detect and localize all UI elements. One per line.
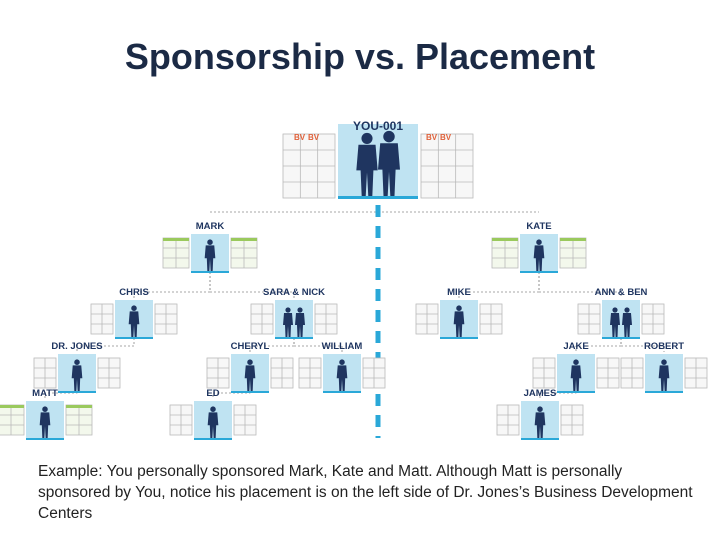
root-left-center-grid <box>282 133 336 199</box>
node-label: CHERYL <box>231 341 270 352</box>
node-label: SARA & NICK <box>263 287 325 298</box>
person-icon <box>207 406 219 438</box>
node-left-grid <box>90 303 114 335</box>
connector-kate-ann-ben <box>538 272 622 298</box>
person-icon <box>534 406 546 438</box>
node-label: JAMES <box>524 388 557 399</box>
example-caption: Example: You personally sponsored Mark, … <box>38 463 693 522</box>
connector-kate-mike <box>458 272 540 298</box>
node-label: ANN & BEN <box>595 287 648 298</box>
node-matt: MATT <box>0 388 93 440</box>
bv-badge: BV <box>294 133 306 142</box>
node-left-grid <box>577 303 601 335</box>
person-icon <box>39 406 51 438</box>
person-icon <box>204 239 216 271</box>
person-icon <box>453 305 465 337</box>
node-right-grid <box>684 357 708 389</box>
node-ann-ben: ANN & BEN <box>577 287 665 339</box>
node-label: DR. JONES <box>51 341 102 352</box>
person-icon <box>283 307 293 337</box>
node-left-grid <box>169 404 193 436</box>
node-label: KATE <box>526 221 551 232</box>
node-right-grid <box>596 357 620 389</box>
node-left-grid <box>162 237 190 269</box>
node-left-grid <box>491 237 519 269</box>
person-icon <box>570 359 582 391</box>
node-mike: MIKE <box>415 287 503 339</box>
node-sara-nick: SARA & NICK <box>250 287 338 339</box>
node-right-grid <box>560 404 584 436</box>
node-label: MARK <box>196 221 225 232</box>
person-icon <box>336 359 348 391</box>
node-label: JAKE <box>563 341 588 352</box>
person-icon <box>622 307 632 337</box>
node-label: MATT <box>32 388 58 399</box>
person-icon <box>295 307 305 337</box>
root-box <box>338 124 418 198</box>
node-left-grid <box>250 303 274 335</box>
node-right-grid <box>65 404 93 436</box>
node-robert: ROBERT <box>620 341 708 393</box>
connector-sara-nick-william <box>293 338 343 352</box>
node-right-grid <box>233 404 257 436</box>
bv-badge: BV <box>308 133 320 142</box>
node-left-grid <box>532 357 556 389</box>
node-right-grid <box>314 303 338 335</box>
node-label: ED <box>206 388 219 399</box>
person-icon <box>610 307 620 337</box>
node-right-grid <box>154 303 178 335</box>
person-icon <box>658 359 670 391</box>
node-left-grid <box>415 303 439 335</box>
node-jake: JAKE <box>532 341 620 393</box>
node-kate: KATE <box>491 221 587 273</box>
bv-badge: BV <box>426 133 438 142</box>
node-mark: MARK <box>162 221 258 273</box>
node-cheryl: CHERYL <box>206 341 294 393</box>
node-label: ROBERT <box>644 341 684 352</box>
node-left-grid <box>206 357 230 389</box>
node-chris: CHRIS <box>90 287 178 339</box>
connector-chris-dr-jones <box>76 338 135 352</box>
bv-badge: BV <box>440 133 452 142</box>
node-left-grid <box>298 357 322 389</box>
node-left-grid <box>620 357 644 389</box>
businesswoman-icon <box>356 132 378 196</box>
node-left-grid <box>496 404 520 436</box>
node-box <box>602 300 640 338</box>
node-dr-jones: DR. JONES <box>33 341 121 393</box>
node-right-grid <box>230 237 258 269</box>
person-icon <box>244 359 256 391</box>
businessman-icon <box>378 130 400 196</box>
node-box <box>275 300 313 338</box>
node-left-grid <box>0 404 25 436</box>
node-right-grid <box>270 357 294 389</box>
node-right-grid <box>479 303 503 335</box>
node-right-grid <box>641 303 665 335</box>
node-right-grid <box>559 237 587 269</box>
root-right-center-grid <box>420 133 474 199</box>
node-label: WILLIAM <box>322 341 363 352</box>
node-right-grid <box>97 357 121 389</box>
node-label: CHRIS <box>119 287 149 298</box>
connector-mark-sara-nick <box>209 272 295 298</box>
node-right-grid <box>362 357 386 389</box>
person-icon <box>533 239 545 271</box>
connector-ann-ben-robert <box>620 338 665 352</box>
node-label: MIKE <box>447 287 471 298</box>
node-william: WILLIAM <box>298 341 386 393</box>
root-label: YOU-001 <box>353 119 403 133</box>
node-left-grid <box>33 357 57 389</box>
person-icon <box>71 359 83 391</box>
slide-title: Sponsorship vs. Placement <box>124 36 596 77</box>
person-icon <box>128 305 140 337</box>
node-ed: ED <box>169 388 257 440</box>
node-james: JAMES <box>496 388 584 440</box>
